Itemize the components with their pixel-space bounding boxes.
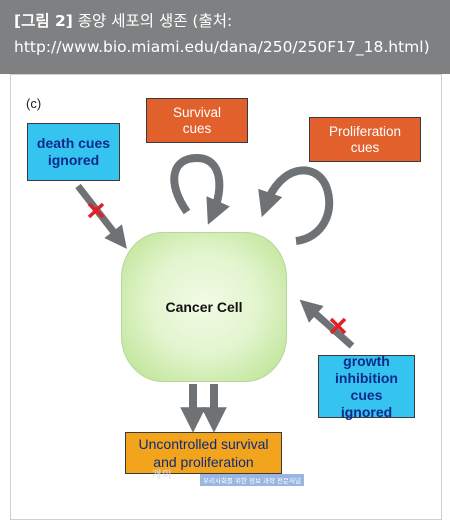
proliferation-loop-arrow — [258, 166, 334, 245]
proliferation-cues-box: Proliferation cues — [309, 117, 421, 162]
proliferation-cues-label: Proliferation cues — [328, 123, 402, 155]
watermark: 개미 — [152, 470, 173, 481]
cancer-cell: Cancer Cell — [121, 232, 287, 382]
survival-loop-arrow — [170, 153, 230, 225]
outcome-label: Uncontrolled survival and proliferation — [138, 436, 269, 470]
figure-caption: [그림 2] 종양 세포의 생존 (출처: http://www.bio.mia… — [0, 0, 450, 74]
growth-inhibition-block-x-icon — [329, 317, 347, 335]
credit-badge: 우리사회를 위한 정보 과학 전문저널 — [200, 474, 304, 486]
death-cues-box: death cues ignored — [27, 123, 120, 181]
figure-label: [그림 2] — [14, 12, 73, 30]
caption-text: 종양 세포의 생존 (출처: http://www.bio.miami.edu/… — [14, 12, 430, 56]
survival-cues-box: Survival cues — [146, 98, 248, 143]
panel-label: (c) — [26, 96, 42, 111]
outcome-box: Uncontrolled survival and proliferation — [125, 432, 282, 474]
cancer-cell-label: Cancer Cell — [165, 299, 243, 315]
survival-cues-label: Survival cues — [172, 104, 221, 136]
growth-inhibition-box: growth inhibition cues ignored — [318, 352, 415, 420]
death-cues-label: death cues ignored — [36, 135, 111, 168]
growth-inhibition-label: growth inhibition cues ignored — [335, 352, 398, 420]
death-cues-block-x-icon — [87, 202, 105, 219]
growth-inhibition-arrow — [299, 299, 355, 349]
